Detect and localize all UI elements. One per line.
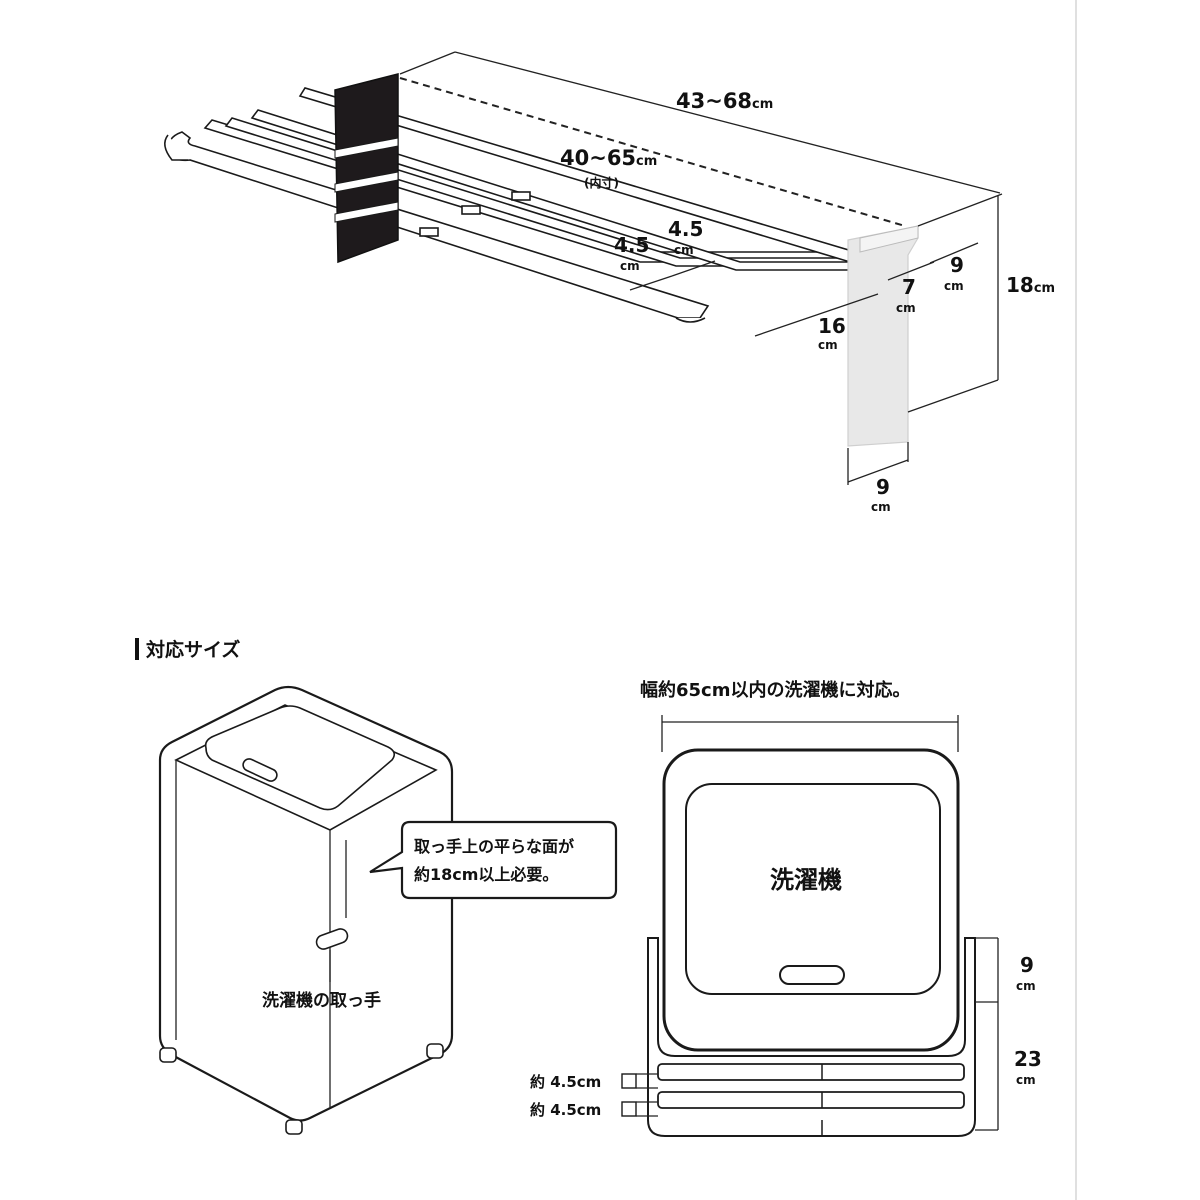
label-gap-a-unit: cm <box>620 259 640 273</box>
section-title-bar <box>135 638 139 660</box>
rack-illustration <box>164 73 919 447</box>
label-rack-depth: 23 <box>1014 1047 1042 1071</box>
label-side-height: 9 <box>1020 953 1034 977</box>
machine-width-note: 幅約65cm以内の洗濯機に対応。 <box>640 679 910 701</box>
bar-joint-1 <box>419 227 439 237</box>
rack-bars <box>164 78 905 323</box>
dim-bracket-inner <box>887 261 935 281</box>
rack-front-bar-1 <box>657 1063 965 1081</box>
label-plate-width-unit: cm <box>871 500 891 514</box>
bar-spacing-label-2: 約 4.5cm <box>530 1101 601 1119</box>
label-depth-unit: cm <box>818 338 838 352</box>
bar-joint-2 <box>461 205 481 215</box>
label-height: 18cm <box>1006 273 1055 297</box>
dim-inner-width <box>399 77 906 227</box>
label-plate-width: 9 <box>876 475 890 499</box>
dim-plate-width <box>847 459 909 483</box>
front-view: 洗濯機 9 cm 23 cm 約 4.5cm 約 4.5cm <box>530 715 1042 1137</box>
front-machine-panel <box>685 783 941 995</box>
section-title: 対応サイズ <box>145 638 240 661</box>
bar-spacing-label-1: 約 4.5cm <box>530 1073 601 1091</box>
front-handle-slot-icon <box>779 965 845 985</box>
rack-left-end <box>164 134 188 161</box>
callout-line-1: 取っ手上の平らな面が <box>414 837 574 856</box>
dimension-labels: 43~68cm 40~65cm (内寸) 4.5 cm 4.5 cm 16 cm… <box>560 89 1055 514</box>
handle-label: 洗濯機の取っ手 <box>262 990 381 1011</box>
label-bracket-inner: 7 <box>902 275 916 299</box>
washer-lid <box>204 705 396 811</box>
label-bracket-inner-unit: cm <box>896 301 916 315</box>
label-inner-width: 40~65cm <box>560 146 657 170</box>
machine-label: 洗濯機 <box>770 866 842 894</box>
rack-end-bracket <box>847 225 919 447</box>
label-overall-width: 43~68cm <box>676 89 773 113</box>
washer-foot-2 <box>285 1119 303 1135</box>
washer-foot-3 <box>426 1043 444 1059</box>
dim-bracket-outer <box>929 242 979 264</box>
dim-overall-width <box>454 51 1001 194</box>
label-bracket-outer: 9 <box>950 253 964 277</box>
flat-area-callout: 取っ手上の平らな面が 約18cm以上必要。 <box>369 820 618 900</box>
dim-gap-a <box>629 275 673 291</box>
rack-back-plate <box>334 73 399 264</box>
label-depth: 16 <box>818 314 846 338</box>
dim-gap-b <box>671 260 716 277</box>
label-gap-b: 4.5 <box>668 217 703 241</box>
rack-front-bar-2 <box>657 1091 965 1109</box>
label-side-height-unit: cm <box>1016 979 1036 993</box>
dim-depth <box>754 293 879 337</box>
label-gap-a: 4.5 <box>614 233 649 257</box>
front-handle-icon <box>315 928 349 950</box>
rack-side-frame <box>647 937 976 1137</box>
washer-isometric <box>158 685 454 1135</box>
label-inner-note: (内寸) <box>584 175 619 190</box>
label-bracket-outer-unit: cm <box>944 279 964 293</box>
bar-joint-3 <box>511 191 531 201</box>
label-gap-b-unit: cm <box>674 243 694 257</box>
lid-handle-icon <box>242 758 278 782</box>
rack-right-end <box>675 317 706 323</box>
label-rack-depth-unit: cm <box>1016 1073 1036 1087</box>
callout-line-2: 約18cm以上必要。 <box>414 865 558 884</box>
washer-foot-1 <box>159 1047 177 1063</box>
dimension-lines <box>399 51 1003 485</box>
